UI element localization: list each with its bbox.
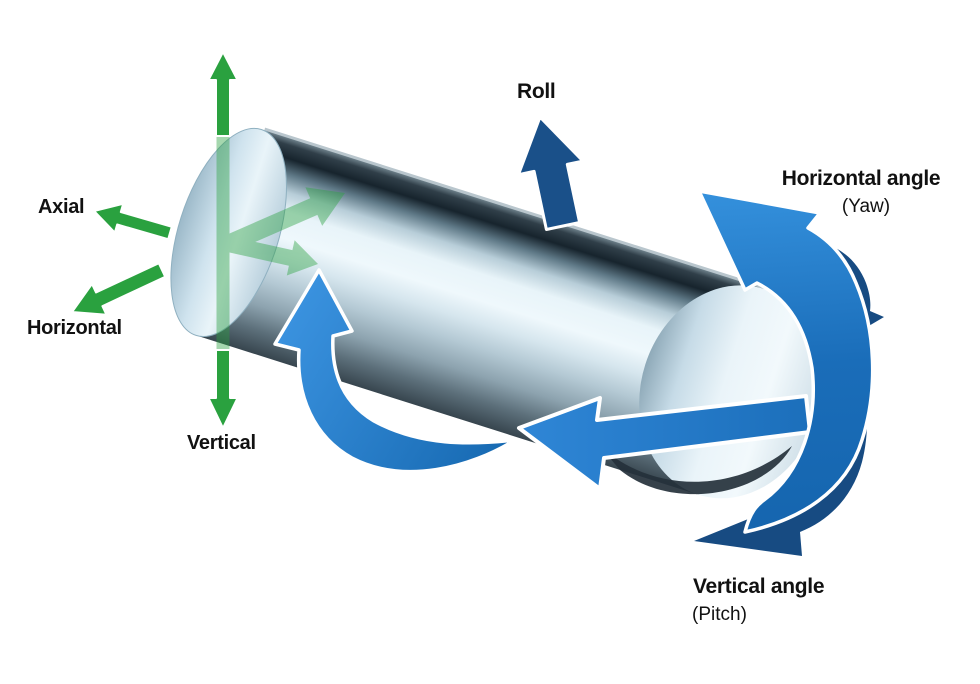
cylinder-end-shadow <box>598 444 792 495</box>
vertical-axis-band <box>216 128 230 352</box>
horizontal-angle-label: Horizontal angle <box>781 167 941 190</box>
vertical-angle-label: Vertical angle <box>693 575 825 598</box>
horizontal-axis-inner-arrow <box>224 187 345 253</box>
axis-lines-through-cylinder <box>216 128 345 352</box>
yaw-curved-arrow <box>697 189 875 534</box>
cylinder <box>170 127 823 499</box>
pitch-ring-lower-arc-arrow <box>694 333 868 556</box>
cylinder-left-face <box>170 127 287 338</box>
axial-arrow <box>93 202 173 241</box>
axial-axis-inner-arrow <box>226 236 318 276</box>
horizontal-angle-sub-label: (Yaw) <box>841 196 891 217</box>
vertical-label: Vertical <box>187 432 256 454</box>
axis-arrows <box>71 51 239 429</box>
horizontal-arrow <box>71 262 167 316</box>
cylinder-body <box>196 129 764 495</box>
vertical-up-arrow <box>207 51 239 137</box>
roll-arrow <box>516 115 585 231</box>
vertical-down-arrow <box>207 349 239 429</box>
horizontal-label: Horizontal <box>27 317 122 339</box>
axial-label: Axial <box>38 196 85 218</box>
pitch-crescent-arrow <box>273 268 517 474</box>
vertical-angle-sub-label: (Pitch) <box>692 604 747 625</box>
pitch-front-arrow <box>517 394 812 491</box>
roll-label: Roll <box>517 80 556 103</box>
